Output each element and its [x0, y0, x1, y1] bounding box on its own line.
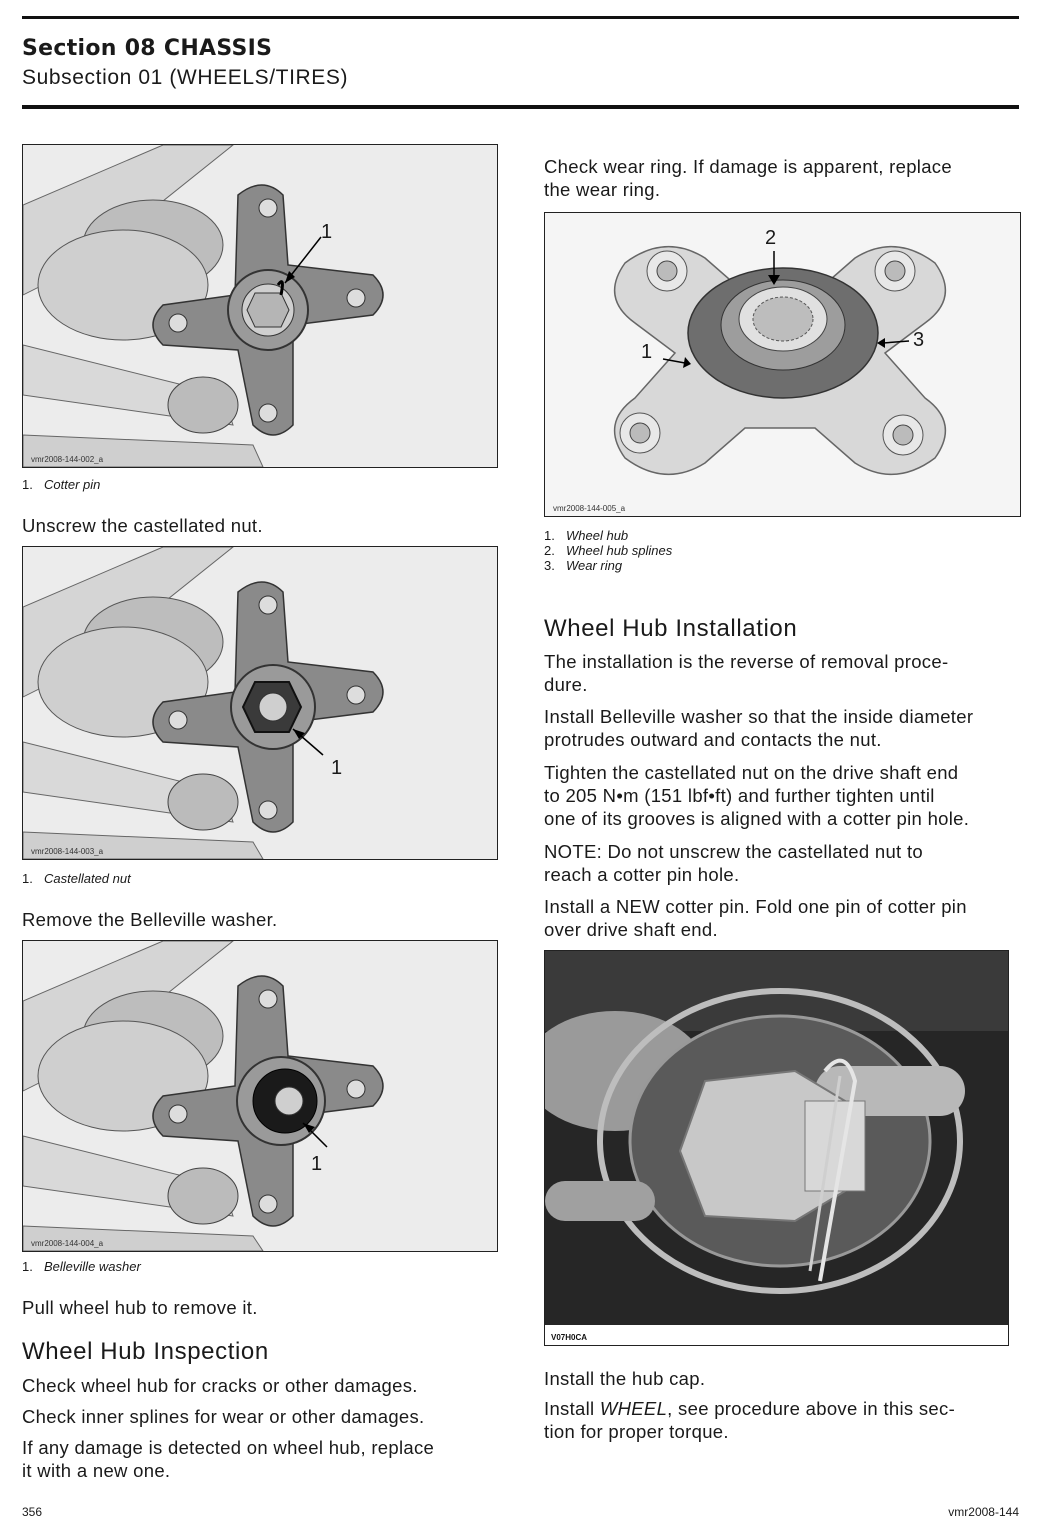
heading-wheel-hub-inspection: Wheel Hub Inspection	[22, 1338, 269, 1365]
figure-code: vmr2008-144-005_a	[553, 504, 626, 513]
figure-code: vmr2008-144-002_a	[31, 455, 104, 464]
header-bottom-rule	[22, 105, 1019, 109]
step-unscrew-nut: Unscrew the castellated nut.	[22, 515, 263, 536]
installation-note: NOTE: Do not unscrew the castellated nut…	[544, 841, 923, 862]
figure-legend-item: 1.Castellated nut	[22, 871, 131, 886]
installation-paragraph: Install Belleville washer so that the in…	[544, 706, 974, 727]
figure-legend-item: 2.Wheel hub splines	[544, 543, 673, 558]
inspection-paragraph: it with a new one.	[22, 1460, 171, 1481]
installation-paragraph: over drive shaft end.	[544, 919, 718, 940]
figure-legend-item: 1.Wheel hub	[544, 528, 629, 543]
step-remove-washer: Remove the Belleville washer.	[22, 909, 278, 930]
hub-illustration-3	[23, 941, 497, 1251]
callout-1: 1	[321, 221, 333, 243]
installation-paragraph: The installation is the reverse of remov…	[544, 651, 949, 672]
figure-cotter-pin: 1 vmr2008-144-002_a	[22, 144, 498, 468]
callout-1: 1	[311, 1153, 323, 1175]
photo-code: V07H0CA	[551, 1333, 588, 1342]
hub-illustration-4	[545, 213, 1020, 516]
figure-code: vmr2008-144-003_a	[31, 847, 104, 856]
figure-legend-item: 3.Wear ring	[544, 558, 623, 573]
installation-paragraph: Tighten the castellated nut on the drive…	[544, 762, 959, 783]
inspection-paragraph: If any damage is detected on wheel hub, …	[22, 1437, 435, 1458]
installation-note: reach a cotter pin hole.	[544, 864, 740, 885]
step-install-wheel: tion for proper torque.	[544, 1421, 729, 1442]
page-number: 356	[22, 1505, 43, 1519]
section-title: Section 08 CHASSIS	[22, 36, 273, 61]
wheel-section-link[interactable]: WHEEL	[599, 1398, 668, 1419]
figure-belleville-washer: 1 vmr2008-144-004_a	[22, 940, 498, 1252]
wear-ring-text: Check wear ring. If damage is apparent, …	[544, 156, 952, 177]
installation-paragraph: to 205 N•m (151 lbf•ft) and further tigh…	[544, 785, 935, 806]
heading-wheel-hub-installation: Wheel Hub Installation	[544, 615, 798, 642]
header-top-rule	[22, 16, 1019, 19]
figure-wheel-hub-wear-ring: 2 1 3 vmr2008-144-005_a	[544, 212, 1021, 517]
subsection-title: Subsection 01 (WHEELS/TIRES)	[22, 66, 349, 89]
hub-illustration-1	[23, 145, 497, 467]
step-install-hub-cap: Install the hub cap.	[544, 1368, 706, 1389]
installation-paragraph: Install a NEW cotter pin. Fold one pin o…	[544, 896, 967, 917]
callout-3: 3	[913, 329, 925, 351]
figure-legend-item: 1.Belleville washer	[22, 1259, 141, 1274]
photo-illustration	[545, 951, 1008, 1345]
photo-cotter-pin-installed: V07H0CA	[544, 950, 1009, 1346]
callout-1: 1	[641, 341, 653, 363]
document-code: vmr2008-144	[948, 1505, 1019, 1519]
inspection-paragraph: Check inner splines for wear or other da…	[22, 1406, 425, 1427]
installation-paragraph: one of its grooves is aligned with a cot…	[544, 808, 970, 829]
installation-paragraph: protrudes outward and contacts the nut.	[544, 729, 882, 750]
callout-2: 2	[765, 227, 777, 249]
step-pull-hub: Pull wheel hub to remove it.	[22, 1297, 258, 1318]
callout-1: 1	[331, 757, 343, 779]
installation-paragraph: dure.	[544, 674, 588, 695]
figure-legend-item: 1.Cotter pin	[22, 477, 101, 492]
figure-code: vmr2008-144-004_a	[31, 1239, 104, 1248]
wear-ring-text: the wear ring.	[544, 179, 661, 200]
figure-castellated-nut: 1 vmr2008-144-003_a	[22, 546, 498, 860]
hub-illustration-2	[23, 547, 497, 859]
inspection-paragraph: Check wheel hub for cracks or other dama…	[22, 1375, 418, 1396]
step-install-wheel: Install WHEEL, see procedure above in th…	[544, 1398, 956, 1419]
